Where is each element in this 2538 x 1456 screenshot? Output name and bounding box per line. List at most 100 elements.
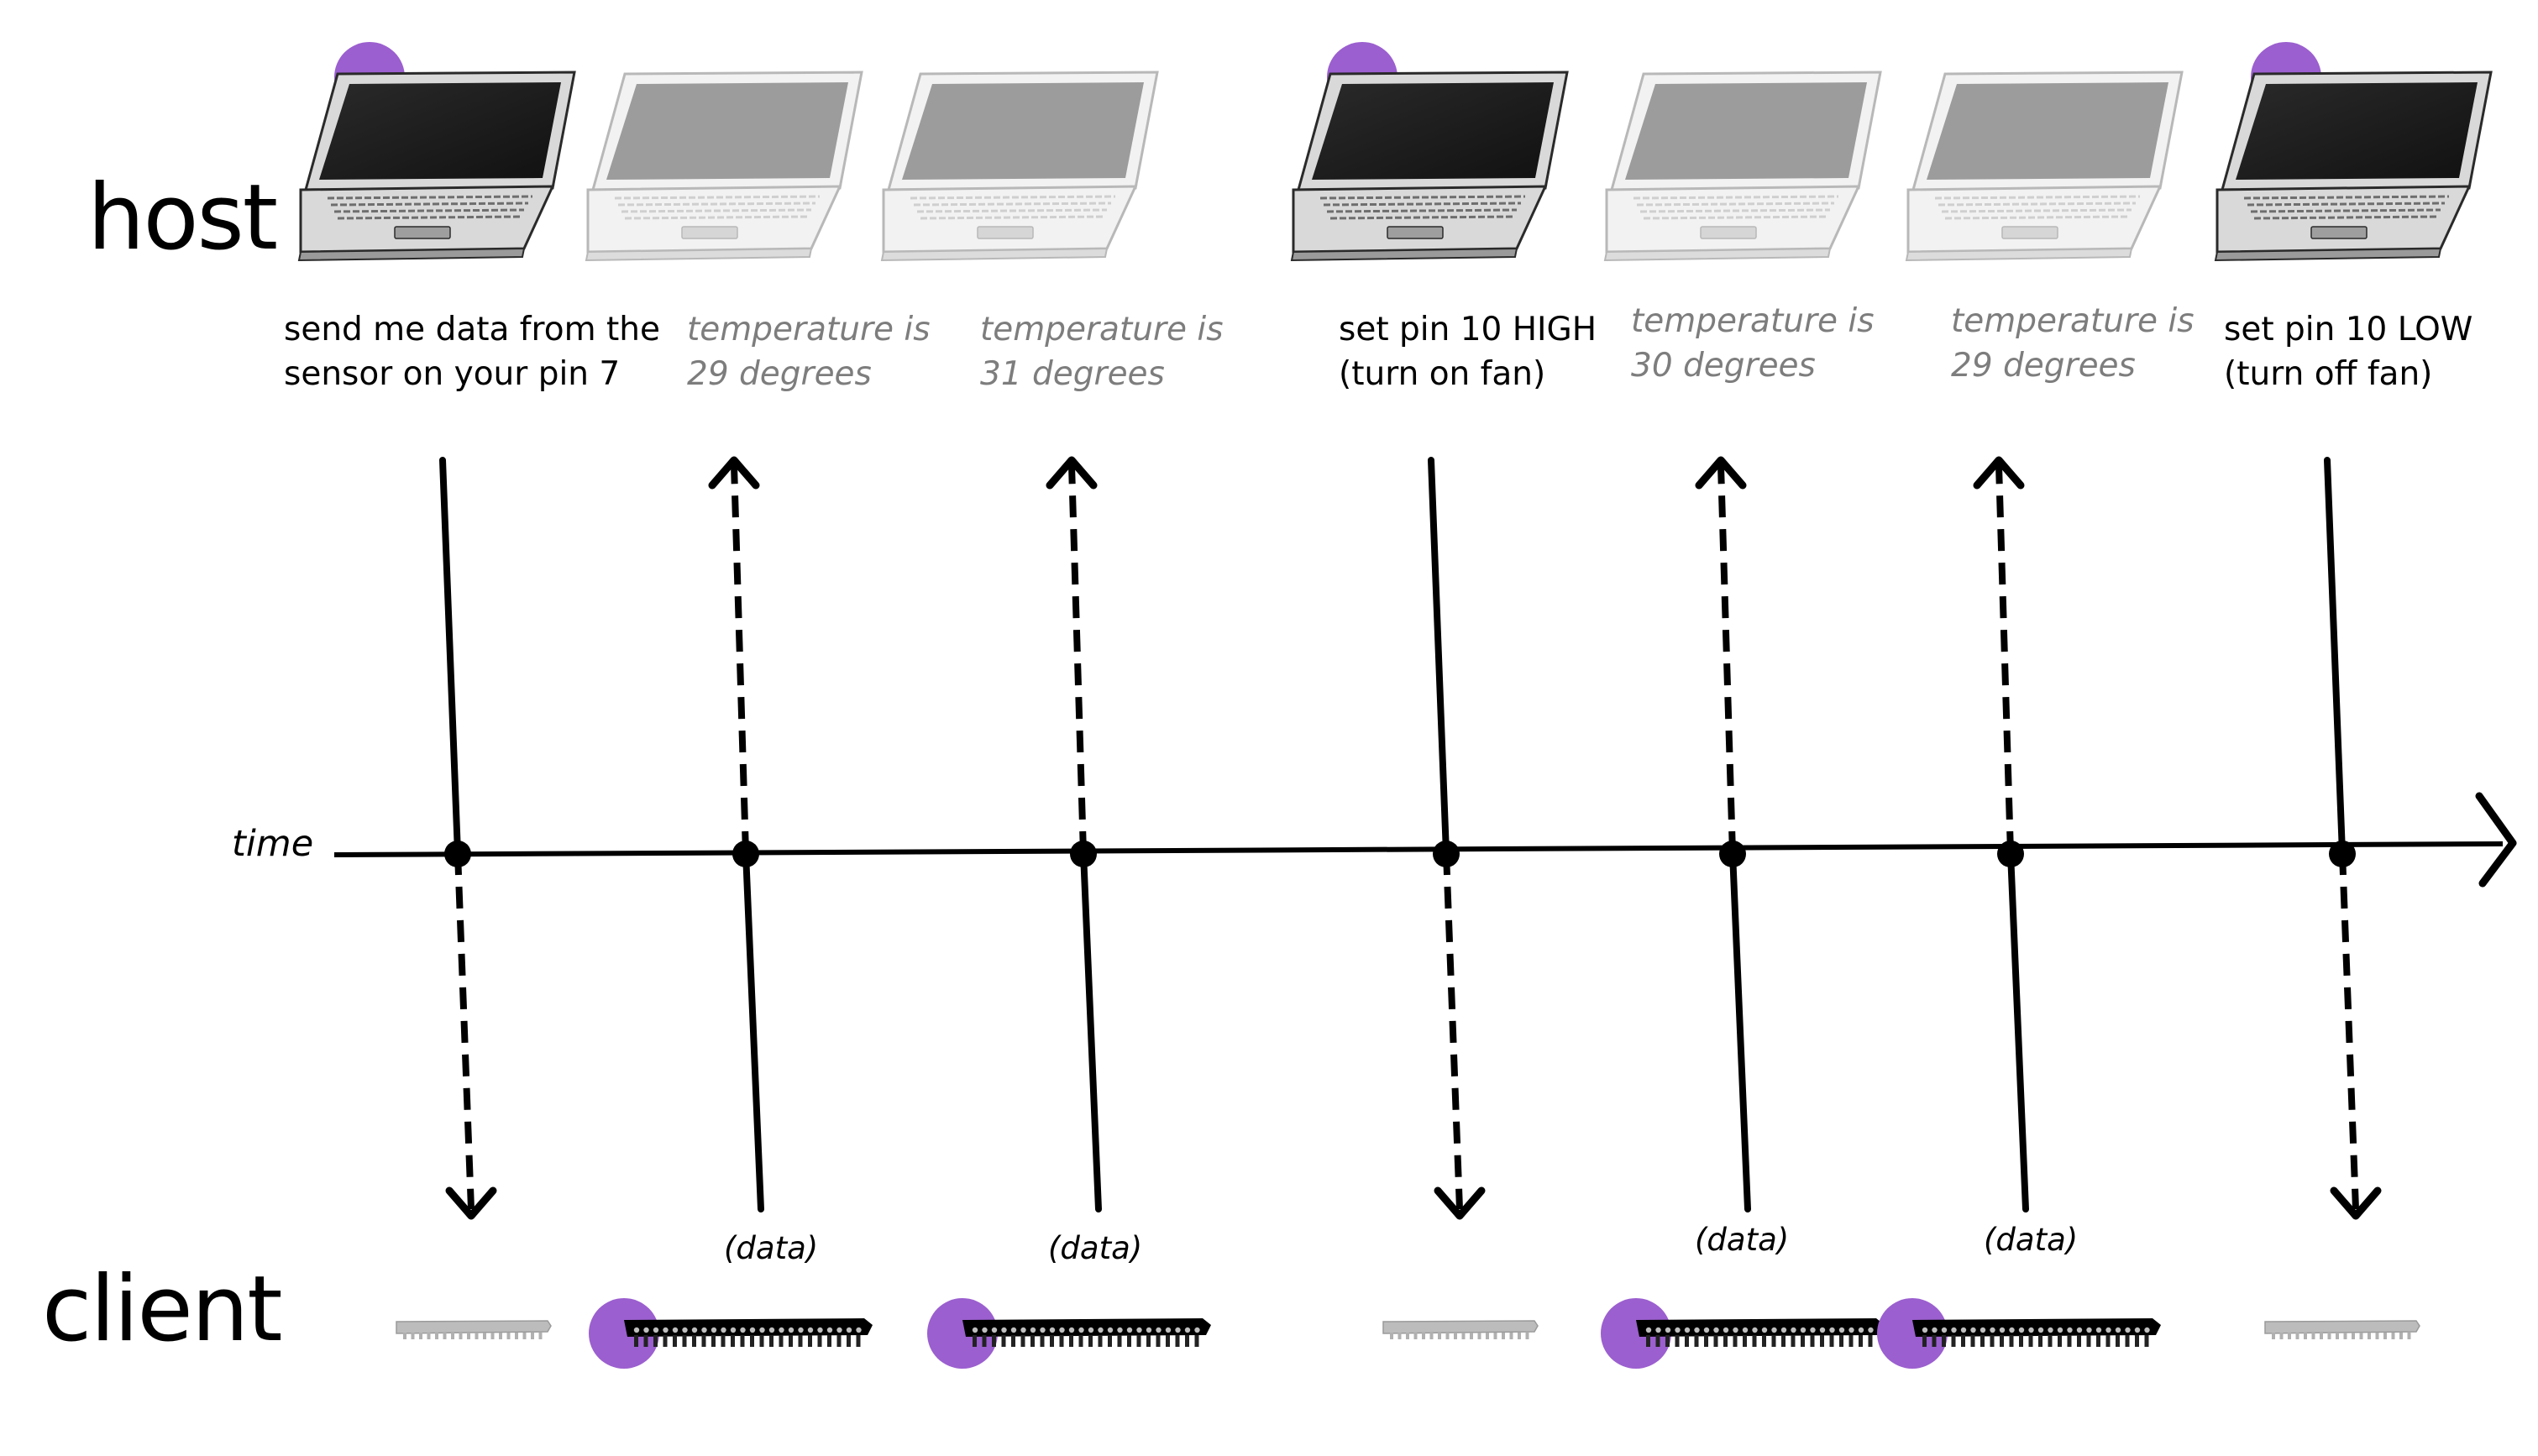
arrow-dashed-segment	[1995, 464, 2014, 854]
chip-icon-active	[927, 1298, 1211, 1369]
message-line: 31 degrees	[980, 355, 1165, 393]
message-line: temperature is	[1951, 302, 2195, 340]
chip-icon-active	[1877, 1298, 2161, 1369]
chip-icon-active	[1601, 1298, 1885, 1369]
chip-body	[1636, 1318, 1885, 1337]
arrowhead-down	[1434, 1186, 1486, 1220]
laptop-screen	[606, 82, 848, 180]
arrowhead-down	[2330, 1186, 2382, 1220]
laptop-keyboard	[1633, 195, 1839, 220]
timeline-event-dot	[1997, 841, 2024, 867]
payload-label: (data)	[1695, 1222, 1790, 1258]
laptop-screen	[1927, 82, 2168, 180]
message-text: set pin 10 LOW (turn off fan)	[2224, 307, 2472, 396]
laptop-screen	[2236, 82, 2478, 180]
chip-body	[962, 1318, 1211, 1337]
arrow-dashed-segment	[1717, 464, 1736, 854]
laptop-icon-active	[1290, 42, 1569, 262]
chip-body	[1912, 1318, 2161, 1337]
laptop-screen	[319, 82, 561, 180]
arrow-solid-segment	[2007, 850, 2029, 1212]
message-arrow	[2324, 457, 2382, 1220]
laptop-icon-active	[297, 42, 576, 262]
message-text: send me data from the sensor on your pin …	[284, 307, 660, 396]
laptop-keyboard	[2243, 195, 2450, 220]
message-line: 29 degrees	[687, 355, 872, 393]
message-line: send me data from the	[284, 311, 660, 348]
message-line: 30 degrees	[1631, 347, 1816, 385]
arrow-dashed-segment	[731, 464, 749, 854]
arrowhead-down	[445, 1186, 497, 1220]
laptop-screen	[902, 82, 1144, 180]
laptop-icon-inactive	[1603, 71, 1882, 262]
message-line: (turn off fan)	[2224, 355, 2433, 393]
arrow-solid-segment	[439, 457, 461, 856]
laptop-screen	[1625, 82, 1867, 180]
arrow-dashed-segment	[454, 852, 475, 1210]
laptop-keyboard	[1319, 195, 1526, 220]
payload-label: (data)	[724, 1230, 819, 1266]
timeline-event-dot	[1433, 841, 1460, 867]
arrow-solid-segment	[1428, 457, 1450, 856]
laptop-icon-inactive	[585, 71, 863, 262]
message-text: temperature is 29 degrees	[1951, 299, 2195, 388]
chip-icon-inactive	[2264, 1320, 2420, 1339]
laptop-icon-inactive	[880, 71, 1159, 262]
chip-icon-active	[589, 1298, 873, 1369]
laptop-keyboard	[614, 195, 821, 220]
message-arrow	[439, 457, 497, 1220]
laptop-trackpad	[2001, 226, 2058, 239]
chip-body	[2264, 1320, 2420, 1334]
message-arrow	[708, 456, 764, 1212]
chip-body	[1382, 1320, 1539, 1334]
arrow-solid-segment	[1080, 850, 1102, 1212]
laptop-icon-inactive	[1905, 71, 2184, 262]
arrowhead-up	[1695, 456, 1747, 490]
message-line: sensor on your pin 7	[284, 355, 621, 393]
active-indicator	[927, 1298, 998, 1369]
laptop-icon-active	[2214, 42, 2493, 262]
message-arrow	[1046, 456, 1102, 1212]
client-label: client	[42, 1257, 283, 1362]
laptop-trackpad	[1387, 226, 1444, 239]
message-line: temperature is	[687, 311, 931, 348]
message-arrow	[1695, 456, 1751, 1212]
laptop-keyboard	[1934, 195, 2141, 220]
timeline-event-dot	[1070, 841, 1097, 867]
arrowhead-up	[1973, 456, 2025, 490]
payload-label: (data)	[1048, 1230, 1143, 1266]
arrow-dashed-segment	[1068, 464, 1087, 854]
timeline-event-dot	[1719, 841, 1746, 867]
chip-body	[624, 1318, 873, 1337]
arrow-dashed-segment	[2339, 852, 2359, 1210]
message-line: set pin 10 LOW	[2224, 311, 2473, 348]
timeline-event-dot	[732, 841, 759, 867]
chip-body	[396, 1320, 552, 1334]
arrow-solid-segment	[1729, 850, 1751, 1212]
message-line: set pin 10 HIGH	[1339, 311, 1597, 348]
arrow-dashed-segment	[1443, 852, 1463, 1210]
chip-icon-inactive	[396, 1320, 552, 1339]
message-text: set pin 10 HIGH(turn on fan)	[1339, 307, 1597, 396]
laptop-keyboard	[327, 195, 533, 220]
laptop-trackpad	[2310, 226, 2368, 239]
message-arrow	[1973, 456, 2029, 1212]
arrowhead-up	[708, 456, 760, 490]
time-axis	[333, 841, 2504, 857]
laptop-trackpad	[394, 226, 451, 239]
active-indicator	[1601, 1298, 1671, 1369]
message-text: temperature is 29 degrees	[687, 307, 931, 396]
message-line: 29 degrees	[1951, 347, 2136, 385]
host-label: host	[87, 165, 278, 270]
payload-label: (data)	[1984, 1222, 2079, 1258]
arrowhead-up	[1046, 456, 1098, 490]
arrow-solid-segment	[742, 850, 764, 1212]
message-arrow	[1428, 457, 1486, 1220]
laptop-trackpad	[1700, 226, 1757, 239]
laptop-trackpad	[681, 226, 738, 239]
active-indicator	[589, 1298, 659, 1369]
timeline-event-dot	[2329, 841, 2356, 867]
timeline-event-dot	[444, 841, 471, 867]
